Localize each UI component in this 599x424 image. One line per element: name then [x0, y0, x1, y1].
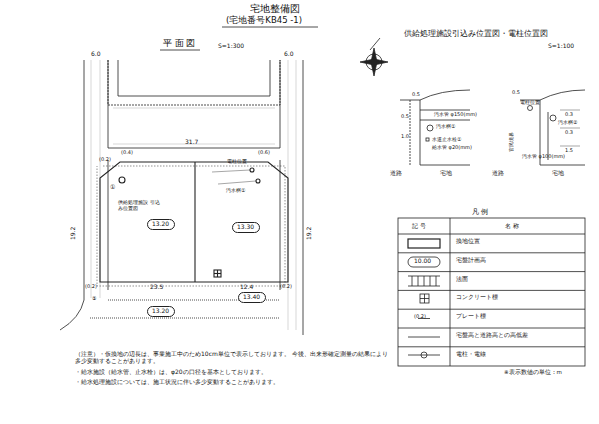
elevation-box: 13.20 — [147, 306, 175, 317]
legend-text: 電柱・電線 — [456, 351, 582, 358]
dimension-label: 給水管 φ20(mm) — [432, 145, 472, 151]
dimension-label: 水道止水栓① — [432, 137, 461, 143]
title-underline — [160, 50, 200, 51]
dimension-label: 0.5 — [401, 114, 409, 120]
dimension-label: 供給処理施設 引込み位置図 — [118, 200, 162, 212]
dimension-label: 宅地 — [440, 170, 452, 177]
dimension-label: (0.2) — [414, 314, 426, 320]
dimension-label: 0.3 — [565, 112, 573, 118]
dimension-label: 23.5 — [150, 284, 163, 291]
dimension-label: ※表示数値の単位：m — [504, 369, 562, 375]
elevation-text: 13.20 — [152, 308, 170, 315]
dimension-label: 汚水桝② — [558, 120, 577, 126]
dimension-label: ① — [110, 184, 115, 191]
drawing-title: 宅地整備図 — [250, 3, 300, 15]
dimension-label: 道路 — [390, 170, 402, 177]
detail-left — [400, 90, 470, 165]
dimension-label: 10.00 — [414, 258, 431, 265]
dimension-label: 道路 — [492, 170, 504, 177]
dimension-label: 19.2 — [306, 227, 313, 240]
dimension-label: 宅地 — [552, 170, 564, 177]
detail-title: 供給処理施設引込み位置図・電柱位置図 — [404, 30, 548, 39]
dimension-label: (0.2) — [280, 284, 292, 290]
dimension-label: 記 号 — [412, 223, 426, 230]
legend-text: 換地位置 — [456, 238, 582, 245]
elevation-box: 13.30 — [232, 222, 260, 233]
dimension-label: 汚水桝① — [436, 124, 455, 130]
lots — [97, 162, 288, 286]
note-text: ・給水施設（給水管、止水栓）は、φ20の口径を基本としております。 — [75, 369, 393, 376]
note-text: （注意）・仮換地の辺長は、事業施工中のため10cm単位で表示しております。 今後… — [75, 351, 393, 365]
dimension-label: 0.5 — [412, 92, 420, 98]
dimension-label: 電柱位置 — [520, 100, 540, 106]
legend-text: 宅盤高と道路高との高低差 — [456, 332, 582, 339]
dimension-label: ⑤ — [92, 296, 96, 302]
view-title: 平 面 図 — [163, 39, 195, 49]
dimension-label: 汚水桝① — [226, 188, 245, 194]
dimension-label: 6.0 — [284, 51, 294, 58]
dimension-label: 12.4 — [240, 284, 253, 291]
dimension-label: 0.5 — [512, 90, 520, 96]
dimension-label: (0.4) — [121, 150, 133, 156]
detail-right — [520, 90, 585, 165]
dimension-label: 汚水管 φ150(mm) — [434, 112, 477, 118]
roads — [60, 60, 303, 335]
compass — [360, 38, 388, 76]
dimension-label: (0.6) — [258, 150, 270, 156]
legend-table — [398, 218, 585, 366]
legend-text: プレート標 — [456, 313, 582, 320]
dimension-label: 名 称 — [505, 223, 519, 230]
scale: S=1:300 — [218, 43, 244, 50]
elevation-text: 13.30 — [237, 224, 255, 231]
title-underline — [222, 27, 318, 28]
scale: S=1:100 — [548, 43, 574, 50]
dimension-label: 官民境界 — [509, 132, 515, 152]
dimension-label: 0.3 — [565, 130, 573, 136]
note-text: ・給水処理施設については、施工状況に伴い多少変動することがあります。 — [75, 379, 393, 386]
dimension-label: 19.2 — [70, 227, 77, 240]
elevation-box: 13.20 — [147, 219, 175, 230]
legend-text: 宅盤計画高 — [456, 257, 582, 264]
dimension-label: 汚水管 φ100(mm) — [522, 154, 565, 160]
elevation-text: 13.40 — [243, 294, 261, 301]
elevation-text: 13.20 — [152, 221, 170, 228]
dimension-label: (0.2) — [85, 284, 97, 290]
subtitle: (宅地番号KB45 -1) — [226, 16, 302, 26]
dimension-label: 31.7 — [185, 139, 198, 146]
dimension-label: 凡 例 — [472, 208, 488, 216]
dimension-label: 1.0 — [401, 134, 409, 140]
dimension-label: 1.5 — [565, 148, 573, 154]
dimension-label: 6.0 — [91, 51, 101, 58]
dimension-label: 電柱位置 — [227, 159, 247, 165]
dimension-label: (0.2) — [99, 157, 111, 163]
elevation-box: 13.40 — [238, 292, 266, 303]
legend-text: コンクリート標 — [456, 294, 582, 301]
legend-text: 法面 — [456, 276, 582, 283]
